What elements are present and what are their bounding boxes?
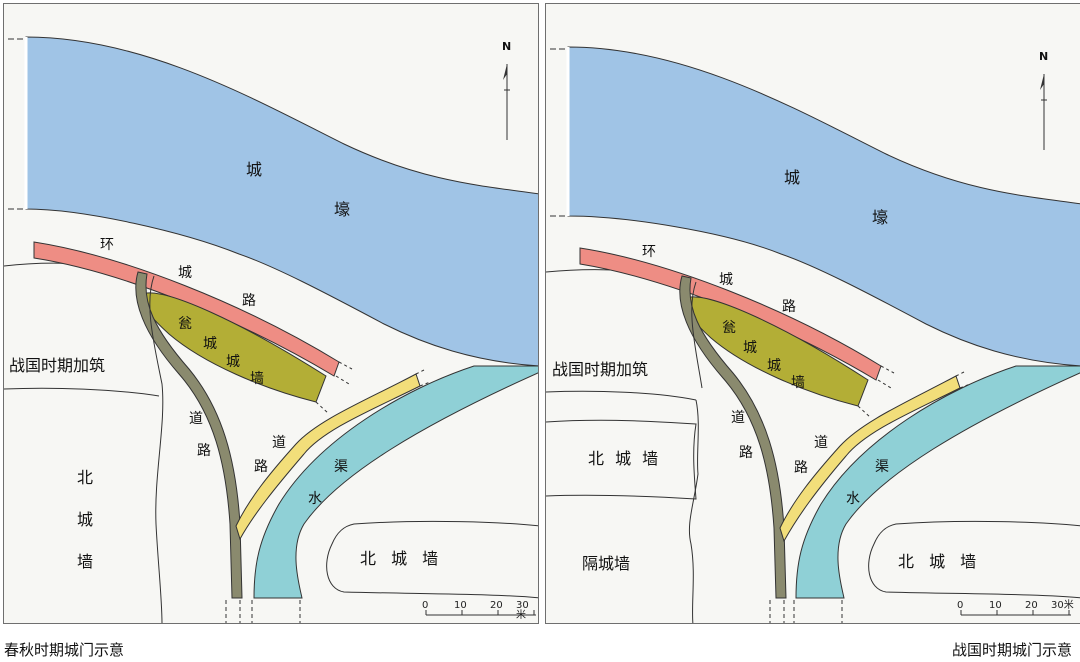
yellow-road [235, 373, 421, 541]
scale-tick-20: 20 [490, 600, 503, 611]
ceramic-wall-label-1: 瓮 [722, 320, 736, 336]
partition-wall-label: 隔城墙 [582, 554, 631, 573]
partition-wall-outline [546, 419, 697, 500]
ring-road-label-2: 城 [719, 272, 733, 288]
moat-label-1: 城 [784, 168, 801, 187]
ring-road-label-3: 路 [242, 293, 256, 309]
ring-road [33, 241, 340, 377]
road-a-label-1: 道 [731, 410, 745, 426]
north-wall-vertical-3: 墙 [77, 552, 94, 571]
scale-tick-0: 0 [422, 600, 429, 611]
gray-road [135, 271, 243, 599]
canal-label-1: 渠 [875, 459, 889, 475]
road-b-label-1: 道 [272, 435, 286, 451]
ring-road-label-3: 路 [782, 299, 796, 315]
north-wall-vertical-1: 北 [77, 468, 94, 487]
map-drawing [4, 36, 538, 623]
ceramic-wall-label-3: 城 [226, 354, 240, 370]
ceramic-wall-label-4: 墙 [250, 371, 264, 387]
canal [795, 365, 1080, 599]
canal-label-2: 水 [846, 491, 860, 507]
map-drawing [546, 46, 1080, 623]
moat-label-2: 壕 [872, 208, 889, 227]
road-a-label-1: 道 [189, 411, 203, 427]
scale-tick-0: 0 [957, 600, 964, 611]
north-wall-label: 北 城 墙 [360, 549, 439, 568]
canal-label-1: 渠 [334, 459, 348, 475]
warring-states-addition-label: 战国时期加筑 [9, 356, 106, 375]
road-a-label-2: 路 [739, 445, 753, 461]
north-wall-label: 北 城 墙 [898, 552, 977, 571]
added-wall-outline [4, 387, 160, 397]
moat-area [25, 36, 538, 367]
road-b-label-1: 道 [814, 435, 828, 451]
scale-tick-30: 30米 [1051, 600, 1074, 611]
ring-road-label-1: 环 [100, 237, 114, 253]
scale-tick-10: 10 [989, 600, 1002, 611]
yellow-road [779, 375, 961, 543]
moat-label-1: 城 [246, 160, 263, 179]
scale-tick-10: 10 [454, 600, 467, 611]
warring-states-addition-label: 战国时期加筑 [552, 360, 649, 379]
ring-road-label-1: 环 [642, 244, 656, 260]
ceramic-wall [140, 292, 327, 403]
north-label: N [502, 40, 512, 53]
ceramic-wall-label-3: 城 [767, 358, 781, 374]
caption-warring-states: 战国时期城门示意 [951, 641, 1072, 659]
scale-tick-20: 20 [1025, 600, 1038, 611]
ceramic-wall-label-2: 城 [743, 340, 757, 356]
scale-tick-30: 30米 [516, 600, 529, 621]
north-wall-inner-label: 北 城 墙 [588, 449, 659, 468]
ceramic-wall-label-2: 城 [203, 336, 217, 352]
north-wall-block [326, 520, 538, 599]
north-label: N [1039, 50, 1049, 63]
ring-road [579, 247, 882, 381]
moat-label-2: 壕 [334, 200, 351, 219]
ring-road-label-2: 城 [178, 265, 192, 281]
map-panel-warring-states: N 城 壕 环 城 路 瓮 城 城 墙 道 路 道 路 渠 水 战国时期加筑 北… [545, 3, 1080, 624]
moat-area [567, 46, 1080, 367]
ceramic-wall-label-1: 瓮 [178, 316, 192, 332]
north-wall-vertical-2: 城 [77, 510, 94, 529]
road-b-label-2: 路 [794, 460, 808, 476]
canal-label-2: 水 [308, 491, 322, 507]
north-wall-block [868, 520, 1080, 599]
caption-spring-autumn: 春秋时期城门示意 [4, 641, 125, 659]
road-a-label-2: 路 [197, 443, 211, 459]
map-panel-spring-autumn: N 城 壕 环 城 路 瓮 城 城 墙 道 路 道 路 渠 水 战国时期加筑 北… [3, 3, 539, 624]
gray-road [679, 275, 787, 599]
road-b-label-2: 路 [254, 459, 268, 475]
ceramic-wall-label-4: 墙 [791, 375, 805, 391]
canal [253, 365, 538, 599]
